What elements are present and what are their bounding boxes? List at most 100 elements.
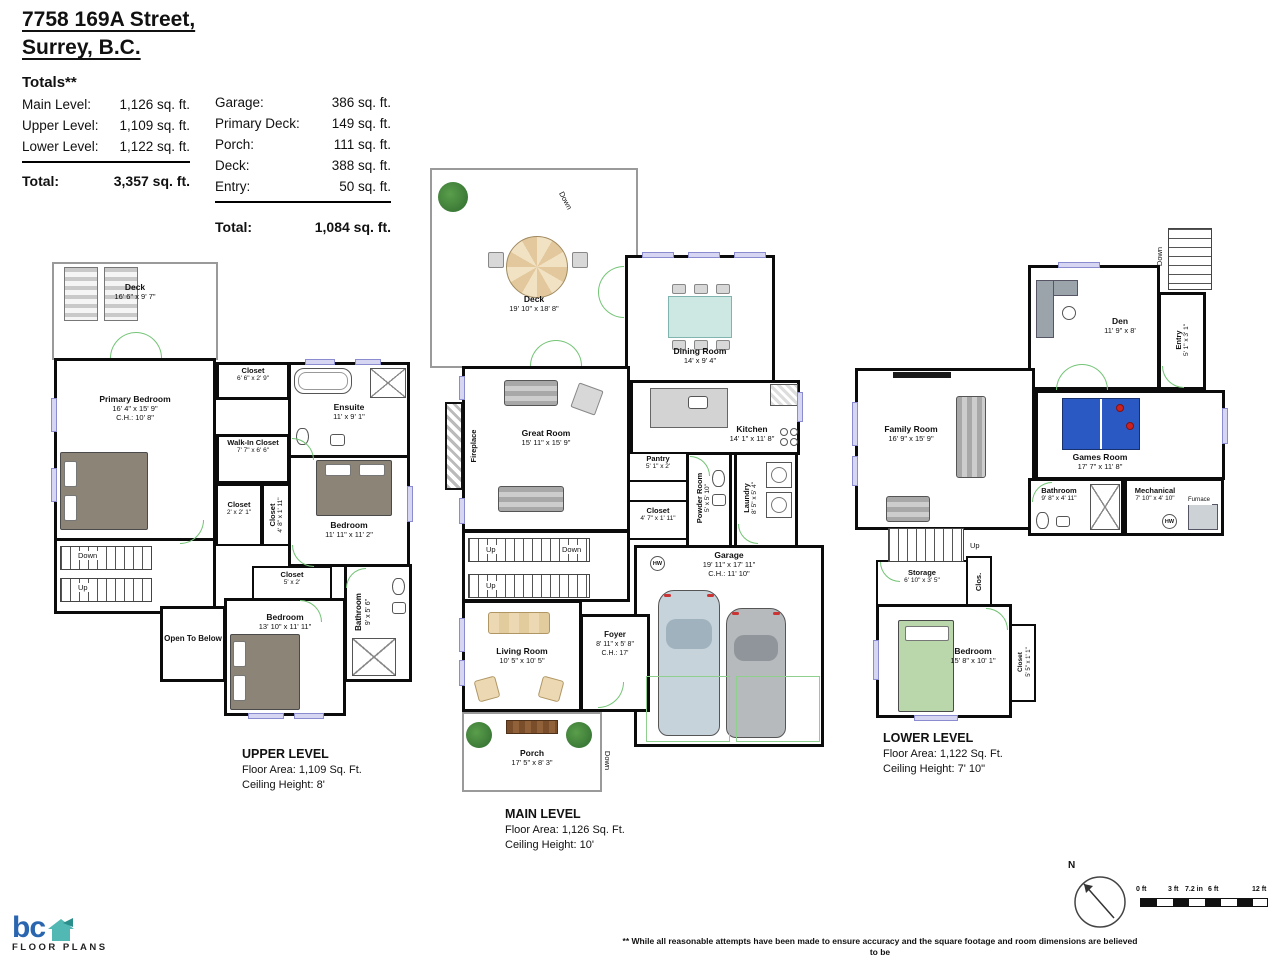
garage-door-icon: [646, 676, 730, 742]
primary-bedroom-label: Primary Bedroom 16' 4" x 15' 9" C.H.: 10…: [64, 394, 206, 422]
logo-house-icon: [48, 918, 75, 941]
room-name: Bedroom: [266, 612, 304, 622]
deck-main-label: Deck 19' 10" x 18' 8": [430, 294, 638, 313]
chair-icon: [716, 284, 730, 294]
room-dims: 13' 10" x 11' 11": [258, 622, 312, 631]
lower-level-caption: LOWER LEVEL Floor Area: 1,122 Sq. Ft. Ce…: [883, 730, 1003, 777]
stairs-down-label: Down: [560, 545, 584, 554]
sofa-icon: [488, 612, 550, 634]
totals-row: Primary Deck:149 sq. ft.: [215, 113, 391, 134]
bathtub-inner: [298, 372, 348, 390]
room-name: Mechanical: [1134, 486, 1176, 495]
pillow: [64, 461, 77, 487]
row-label: Main Level:: [22, 97, 92, 112]
fireplace-label: Fireplace: [469, 411, 479, 481]
room-dims: 5' x 5' 10": [704, 484, 711, 512]
stairs-up-label: Up: [76, 583, 90, 592]
totals-row: Lower Level:1,122 sq. ft.: [22, 136, 190, 157]
open-to-below-label: Open To Below: [164, 634, 222, 644]
room-dims: 16' 6" x 9' 7": [114, 292, 156, 301]
sink-icon: [712, 494, 726, 506]
room-name: Closet: [227, 500, 251, 509]
total-label: Total:: [215, 219, 253, 235]
totals-row: Main Level:1,126 sq. ft.: [22, 94, 190, 115]
compass-icon: [1074, 876, 1126, 928]
room-name: Porch: [519, 748, 545, 758]
window-icon: [914, 715, 958, 721]
room-dims: 11' 9" x 8': [1104, 326, 1136, 335]
window-icon: [51, 398, 57, 432]
bathroom-lower-label: Bathroom 9' 8" x 4' 11": [1030, 486, 1088, 503]
powder-room-label: Powder Room 5' x 5' 10": [695, 463, 711, 533]
room-dims: 16' 9" x 15' 9": [888, 434, 934, 443]
room-name: Den: [1111, 316, 1129, 326]
row-label: Entry:: [215, 179, 251, 194]
room-name: Closet: [280, 570, 304, 579]
room-name: Closet: [241, 366, 265, 375]
room-name: Ensuite: [333, 402, 365, 412]
pantry-label: Pantry 5' 1" x 2': [628, 454, 688, 471]
totals-total-row: Total: 1,084 sq. ft.: [215, 217, 391, 238]
shower-icon: [1090, 484, 1120, 530]
scale-label: 6 ft: [1208, 886, 1219, 893]
room-name: Kitchen: [736, 424, 768, 434]
stairs-up-label: Up: [484, 545, 498, 554]
room-name: Walk-In Closet: [227, 438, 279, 447]
paddle-icon: [1126, 422, 1134, 430]
stove-burner-icon: [790, 438, 798, 446]
room-dims: 2' x 2' 1": [226, 509, 252, 516]
stairs-icon: [60, 578, 152, 602]
level-name: MAIN LEVEL: [505, 807, 581, 821]
disclaimer: ** While all reasonable attempts have be…: [620, 936, 1140, 960]
chair-icon: [694, 340, 708, 350]
ensuite-label: Ensuite 11' x 9' 1": [288, 402, 410, 421]
stairs-down-label: Down: [76, 551, 100, 560]
window-icon: [407, 486, 413, 522]
dryer-door: [771, 497, 787, 513]
closet-d-label: Closet 5' x 2': [252, 570, 332, 587]
sink-icon: [330, 434, 345, 446]
room-name: Powder Room: [695, 472, 704, 524]
room-dims: 17' 5" x 8' 3": [511, 758, 553, 767]
window-icon: [852, 402, 858, 446]
room-clos: [966, 556, 992, 610]
room-ceiling: C.H.: 11' 10": [708, 569, 750, 578]
porch-label: Porch 17' 5" x 8' 3": [462, 748, 602, 767]
row-label: Garage:: [215, 95, 264, 110]
toilet-icon: [712, 470, 725, 487]
window-icon: [248, 713, 284, 719]
pillow: [325, 464, 351, 476]
room-name: Fireplace: [469, 429, 478, 463]
kitchen-label: Kitchen 14' 1" x 11' 8": [707, 424, 797, 443]
totals-row: Entry:50 sq. ft.: [215, 176, 391, 197]
chair-icon: [672, 340, 686, 350]
row-value: 388 sq. ft.: [331, 158, 391, 173]
room-dims: 5' 1" x 2': [645, 463, 671, 470]
walkin-closet-label: Walk-In Closet 7' 7" x 6' 6": [226, 438, 280, 455]
deck-upper-label: Deck 16' 6" x 9' 7": [52, 282, 218, 301]
room-dims: 7' 7" x 6' 6": [236, 447, 270, 454]
window-icon: [459, 660, 465, 686]
chair-icon: [572, 252, 588, 268]
chair-icon: [716, 340, 730, 350]
level-area: Floor Area: 1,122 Sq. Ft.: [883, 748, 1003, 760]
room-name: Dining Room: [673, 346, 727, 356]
dining-table-icon: [668, 296, 732, 338]
car-windshield: [666, 619, 712, 649]
window-icon: [688, 252, 720, 258]
level-name: LOWER LEVEL: [883, 731, 974, 745]
pillow: [233, 641, 246, 667]
bedroom-2-label: Bedroom 13' 10" x 11' 11": [224, 612, 346, 631]
level-ceiling: Ceiling Height: 7' 10": [883, 763, 986, 775]
window-icon: [294, 713, 324, 719]
room-name: Bathroom: [354, 593, 363, 631]
disclaimer-line-1: ** While all reasonable attempts have be…: [622, 936, 1138, 957]
room-name: Bedroom: [954, 646, 992, 656]
room-dims: 11' 11" x 11' 2": [325, 530, 373, 539]
car-icon: [726, 608, 786, 738]
lounge-chair-icon: [104, 267, 138, 321]
storage-label: Storage 6' 10" x 3' 5": [876, 568, 968, 585]
level-area: Floor Area: 1,109 Sq. Ft.: [242, 764, 362, 776]
logo-text: bc: [12, 911, 46, 944]
total-value: 1,084 sq. ft.: [314, 219, 391, 235]
